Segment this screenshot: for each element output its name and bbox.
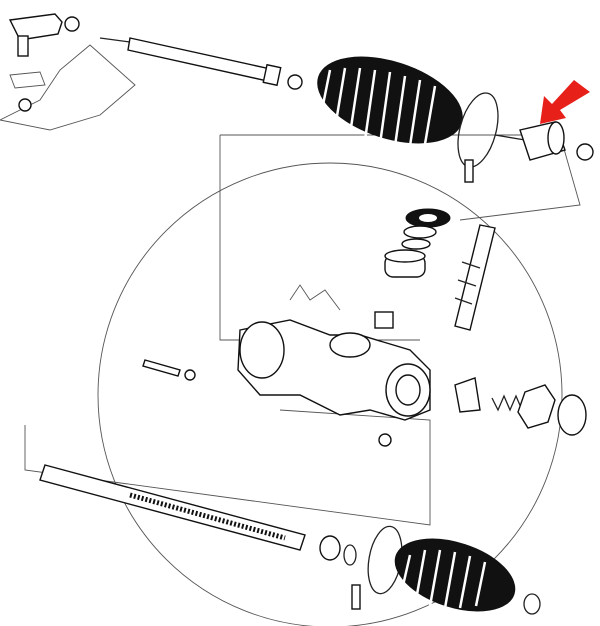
pinion-seal-stack <box>384 208 451 278</box>
boot-upper <box>317 56 463 147</box>
detail-circle <box>97 162 563 626</box>
bushing <box>374 311 394 329</box>
boot-lower <box>394 538 541 615</box>
rack-housing <box>237 284 431 421</box>
rack-bar <box>39 464 306 551</box>
pinion-shaft <box>454 224 496 331</box>
leader-frame-upper <box>219 135 420 341</box>
red-arrow-icon <box>540 80 590 124</box>
mount-bolt <box>142 359 196 381</box>
tie-rod-upper <box>127 37 303 90</box>
lower-washers <box>319 525 403 610</box>
inner-ball-joint <box>519 121 594 161</box>
mounting-bracket <box>0 44 136 131</box>
nut <box>378 433 392 447</box>
adjuster-assembly <box>454 377 587 436</box>
inner-tie-rod-stud <box>494 134 526 141</box>
tie-rod-end <box>8 13 131 57</box>
leader-frame-lower <box>24 409 431 526</box>
